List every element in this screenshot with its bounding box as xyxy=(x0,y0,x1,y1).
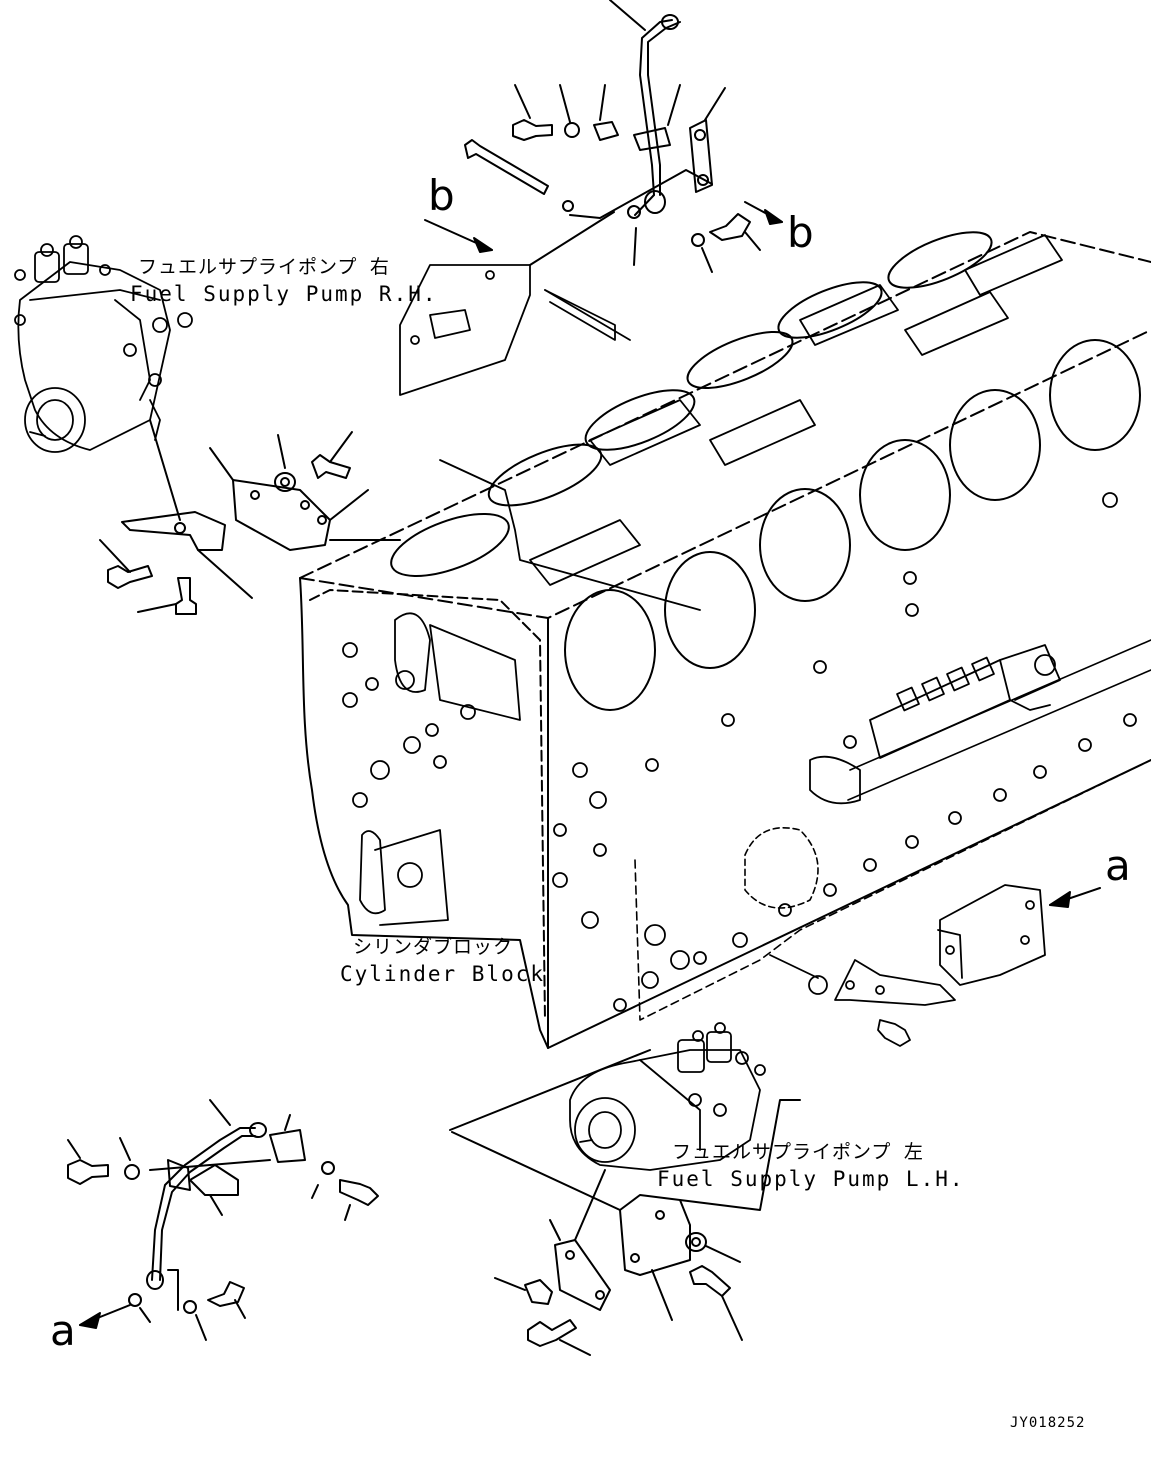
ref-b-left: b xyxy=(428,171,455,220)
ref-a-left: a xyxy=(50,1306,76,1355)
arrow-a-left xyxy=(79,1304,131,1329)
bracket-rh xyxy=(99,419,401,615)
bracket-lh xyxy=(449,1049,801,1356)
pump-rh-label-jp: フュエルサプライポンプ 右 xyxy=(138,256,390,278)
arrow-a-right xyxy=(1049,887,1101,908)
arrow-b-left xyxy=(424,219,493,253)
mount-pad-a xyxy=(769,884,1046,1047)
pump-lh-label-jp: フュエルサプライポンプ 左 xyxy=(672,1141,924,1163)
pipe-assembly-top xyxy=(464,0,761,273)
cylinder-block xyxy=(299,231,1151,1049)
fuel-supply-pump-lh xyxy=(569,1022,766,1171)
ref-b-right: b xyxy=(787,208,814,257)
drawing-code: JY018252 xyxy=(1010,1415,1086,1431)
pump-lh-label-en: Fuel Supply Pump L.H. xyxy=(657,1167,965,1191)
cylinder-block-label-en: Cylinder Block xyxy=(340,962,546,986)
arrow-b-right xyxy=(744,201,783,225)
pump-rh-label-en: Fuel Supply Pump R.H. xyxy=(130,282,438,306)
mount-pad-b xyxy=(399,264,701,611)
ref-a-right: a xyxy=(1105,841,1131,890)
cylinder-block-label-jp: シリンダブロック xyxy=(353,936,514,958)
pipe-assembly-bottom xyxy=(67,1099,379,1341)
